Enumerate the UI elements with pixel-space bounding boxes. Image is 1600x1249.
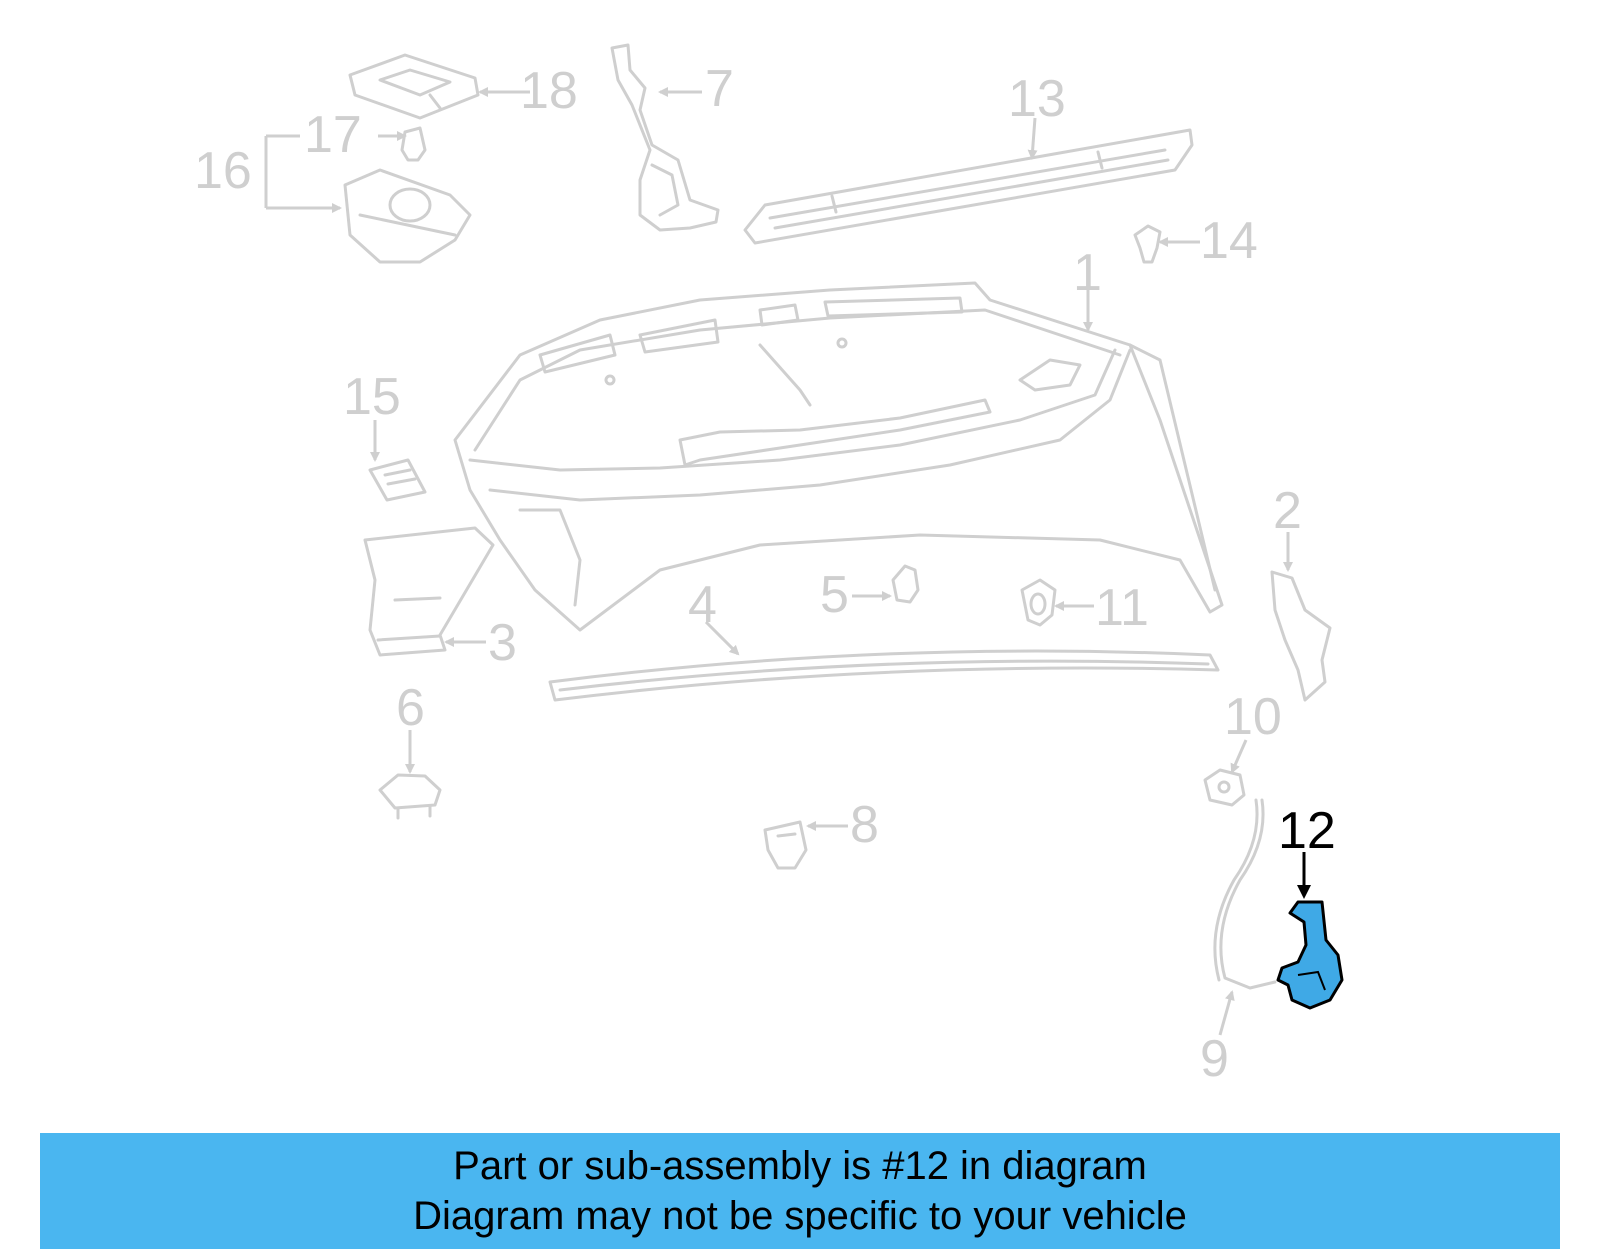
callout-2: 2	[1273, 482, 1302, 540]
callout-8: 8	[850, 796, 879, 854]
banner-disclaimer: Diagram may not be specific to your vehi…	[413, 1194, 1187, 1238]
part-15-pad	[368, 458, 427, 502]
callout-15: 15	[343, 368, 401, 426]
callout-4: 4	[688, 576, 717, 634]
part-16-lamp	[343, 168, 472, 264]
part-13-molding	[743, 128, 1194, 245]
callout-17: 17	[304, 106, 362, 164]
part-7-latch	[610, 43, 720, 232]
callout-7: 7	[705, 60, 734, 118]
callout-18: 18	[520, 62, 578, 120]
part-9-cable	[1213, 798, 1277, 990]
part-5-bumper	[891, 564, 920, 604]
part-8-bracket	[763, 820, 808, 870]
leader-lines	[264, 87, 1311, 1036]
part-12-release-handle[interactable]	[1276, 900, 1344, 1010]
part-1-trunk-lid-panel	[453, 281, 1224, 632]
callout-3: 3	[488, 614, 517, 672]
callout-6: 6	[396, 679, 425, 737]
callout-13: 13	[1008, 70, 1066, 128]
callout-labels: 18 7 13 17 16 14 1 15 2 4 5 11 3 6 10 8 …	[194, 60, 1336, 1088]
callout-12: 12	[1278, 802, 1336, 860]
callout-16: 16	[194, 142, 252, 200]
part-4-weatherstrip	[548, 649, 1220, 702]
info-banner: Part or sub-assembly is #12 in diagram D…	[40, 1133, 1560, 1249]
banner-part-note: Part or sub-assembly is #12 in diagram	[453, 1144, 1147, 1188]
part-14-clip	[1133, 224, 1162, 264]
part-10-grommet	[1203, 768, 1246, 807]
part-2-hinge	[1270, 570, 1332, 702]
part-11-grommet	[1020, 578, 1057, 627]
callout-9: 9	[1200, 1030, 1229, 1088]
callout-10: 10	[1224, 688, 1282, 746]
part-17-clip	[400, 126, 427, 162]
part-3-trim-panel	[363, 526, 495, 657]
callout-11: 11	[1095, 579, 1149, 637]
callout-5: 5	[820, 566, 849, 624]
callout-1: 1	[1073, 244, 1102, 302]
callout-14: 14	[1200, 212, 1258, 270]
part-6-stop	[378, 773, 442, 820]
part-18-bracket	[348, 53, 480, 120]
